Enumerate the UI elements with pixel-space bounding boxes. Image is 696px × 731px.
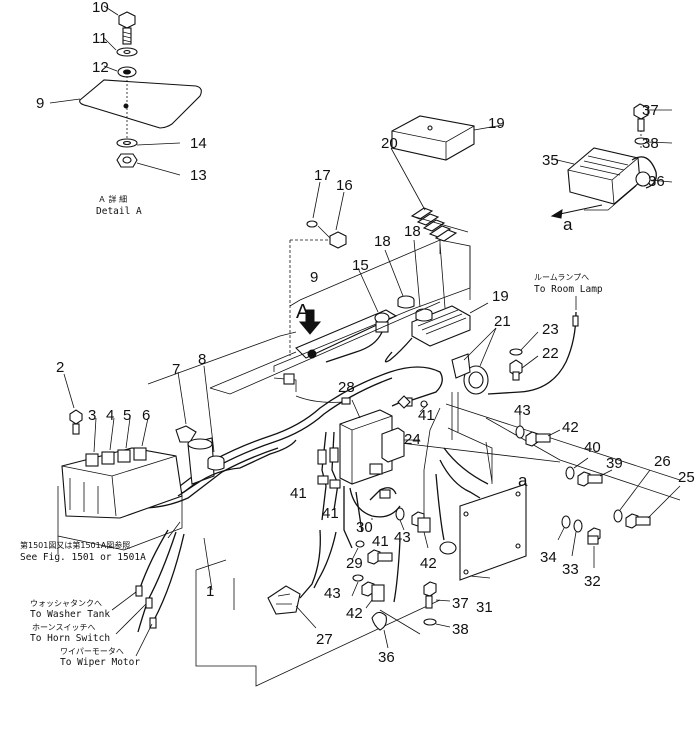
callout-2: 2 <box>56 359 64 376</box>
callout-15: 15 <box>352 257 369 274</box>
callout-28: 28 <box>338 379 355 396</box>
bolt-head-10 <box>118 11 136 29</box>
connector-27 <box>267 585 301 615</box>
view-label-a: A <box>296 301 310 323</box>
detail-title: Detail A <box>96 206 142 217</box>
callout-9b: 9 <box>310 269 318 286</box>
callout-41d: 41 <box>372 533 389 550</box>
callout-34: 34 <box>540 549 557 566</box>
ref-label-a-mid: a <box>518 471 528 490</box>
callout-29: 29 <box>346 555 363 572</box>
callout-11: 11 <box>92 30 108 47</box>
callout-40: 40 <box>584 439 601 456</box>
callout-42c: 42 <box>346 605 363 622</box>
callout-12: 12 <box>92 59 109 76</box>
detail-title-jp: Ａ 詳 細 <box>98 194 127 204</box>
callout-19b: 19 <box>492 288 509 305</box>
callout-22: 22 <box>542 345 559 362</box>
ref-label-a-top: a <box>563 215 573 234</box>
callout-9a: 9 <box>36 95 44 112</box>
callout-14: 14 <box>190 135 207 152</box>
callout-30: 30 <box>356 519 373 536</box>
wiper-jp: ワイパーモータへ <box>60 647 124 656</box>
callout-41b: 41 <box>290 485 307 502</box>
callout-23: 23 <box>542 321 559 338</box>
callout-36b: 36 <box>378 649 395 666</box>
callout-43b: 43 <box>514 402 531 419</box>
callout-24: 24 <box>404 431 421 448</box>
callout-6: 6 <box>142 407 150 424</box>
see-fig-jp: 第1501図又は第1501A図参照 <box>20 540 130 550</box>
callout-33: 33 <box>562 561 579 578</box>
callout-35: 35 <box>542 152 559 169</box>
fuse-cover-group <box>390 115 504 309</box>
callout-37a: 37 <box>642 102 659 119</box>
callout-labels: 10 11 12 9 14 13 17 16 18 18 15 9 20 19 … <box>36 0 695 666</box>
callout-18b: 18 <box>404 223 421 240</box>
callout-42b: 42 <box>562 419 579 436</box>
callout-21: 21 <box>494 313 511 330</box>
callout-18a: 18 <box>374 233 391 250</box>
callout-41c: 41 <box>322 505 339 522</box>
room-lamp-jp: ルームランプへ <box>534 273 589 282</box>
callout-13: 13 <box>190 167 207 184</box>
main-harness-group <box>57 181 681 687</box>
see-fig-note: See Fig. 1501 or 1501A <box>20 552 146 563</box>
notes: A a a Ａ 詳 細 Detail A ルームランプへ To Room Lam… <box>20 194 603 668</box>
callout-43c: 43 <box>324 585 341 602</box>
callout-43a: 43 <box>394 529 411 546</box>
relay-35-group <box>550 103 673 219</box>
callout-4: 4 <box>106 407 114 424</box>
fuse-box-19 <box>411 305 471 347</box>
washer-jp: ウォッシャタンクへ <box>30 599 102 608</box>
callout-38b: 38 <box>452 621 469 638</box>
callout-42a: 42 <box>420 555 437 572</box>
callout-1: 1 <box>206 583 214 600</box>
callout-3: 3 <box>88 407 96 424</box>
callout-27: 27 <box>316 631 333 648</box>
callout-39: 39 <box>606 455 623 472</box>
room-lamp-note: To Room Lamp <box>534 284 603 295</box>
horn-note: To Horn Switch <box>30 633 110 644</box>
fuses-20 <box>410 207 469 242</box>
callout-8: 8 <box>198 351 206 368</box>
callout-36a: 36 <box>648 173 665 190</box>
horn-jp: ホーンスイッチへ <box>32 623 95 632</box>
view-arrow-a <box>298 309 322 335</box>
callout-16: 16 <box>336 177 353 194</box>
callout-26: 26 <box>654 453 671 470</box>
callout-31: 31 <box>476 599 493 616</box>
callout-5: 5 <box>123 407 131 424</box>
callout-7: 7 <box>172 361 180 378</box>
washer-note: To Washer Tank <box>30 609 110 620</box>
bracket-31 <box>459 483 527 581</box>
callout-20: 20 <box>381 135 398 152</box>
wiper-note: To Wiper Motor <box>60 657 140 668</box>
callout-25: 25 <box>678 469 695 486</box>
callout-17: 17 <box>314 167 331 184</box>
callout-32: 32 <box>584 573 601 590</box>
callout-19a: 19 <box>488 115 505 132</box>
callout-37b: 37 <box>452 595 469 612</box>
callout-38a: 38 <box>642 135 659 152</box>
plate-9 <box>79 79 202 129</box>
callout-10: 10 <box>92 0 109 16</box>
callout-41a: 41 <box>418 407 435 424</box>
detail-a-group <box>49 5 202 176</box>
